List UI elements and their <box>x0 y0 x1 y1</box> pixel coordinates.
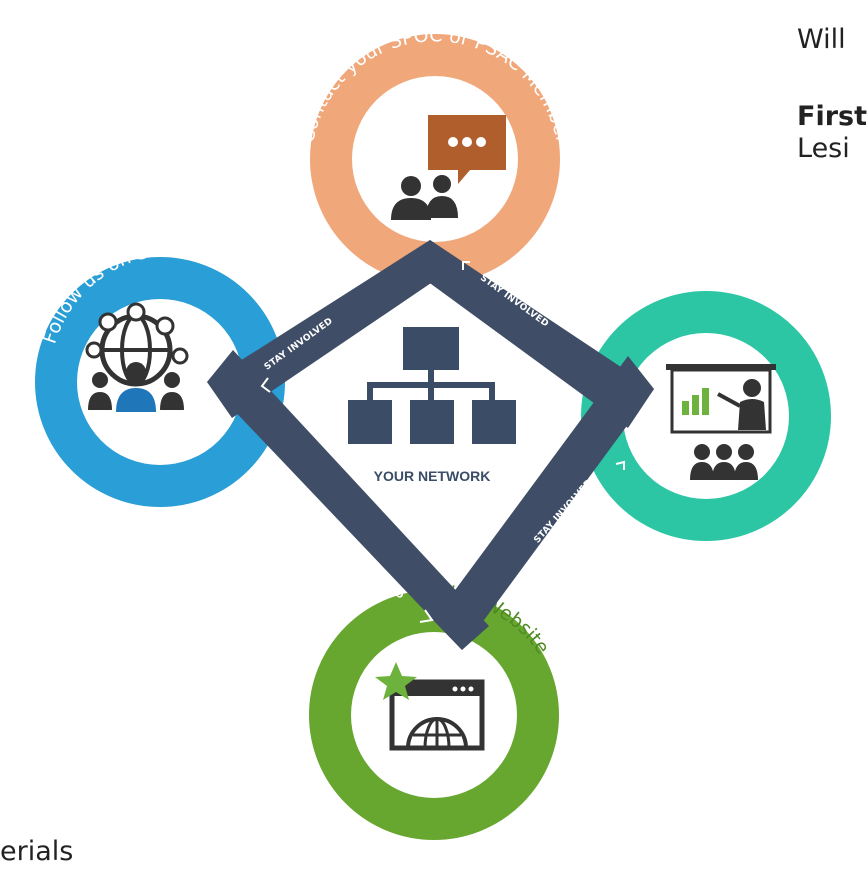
ring-right-label: Participate in Processes <box>631 201 845 295</box>
connector-arrow-icon-right <box>615 460 625 470</box>
ring-bottom-circle <box>309 590 559 840</box>
network-label: YOUR NETWORK <box>374 468 491 484</box>
connector-bottom-right <box>433 356 654 650</box>
connector-top-left <box>207 240 462 418</box>
connector-bottom-left <box>207 350 489 650</box>
connectors: STAY INVOLVED STAY INVOLVED STAY INVOLVE… <box>207 240 654 650</box>
side-text-erials: erials <box>0 836 74 867</box>
network-icon <box>348 327 516 444</box>
web-browser-globe-star-icon <box>375 662 485 751</box>
side-text-lesi: Lesi <box>797 133 850 164</box>
chat-people-icon <box>391 115 506 220</box>
connector-arrow-icon-bottom <box>419 609 434 623</box>
connector-top-right <box>401 240 654 428</box>
connector-arrow-icon-top <box>462 261 470 270</box>
presentation-audience-icon <box>666 364 776 480</box>
side-text-will: Will <box>797 24 846 55</box>
globe-network-person-icon <box>85 302 189 412</box>
side-text-first: First <box>797 101 867 132</box>
connector-arrow-icon-left <box>260 377 271 393</box>
